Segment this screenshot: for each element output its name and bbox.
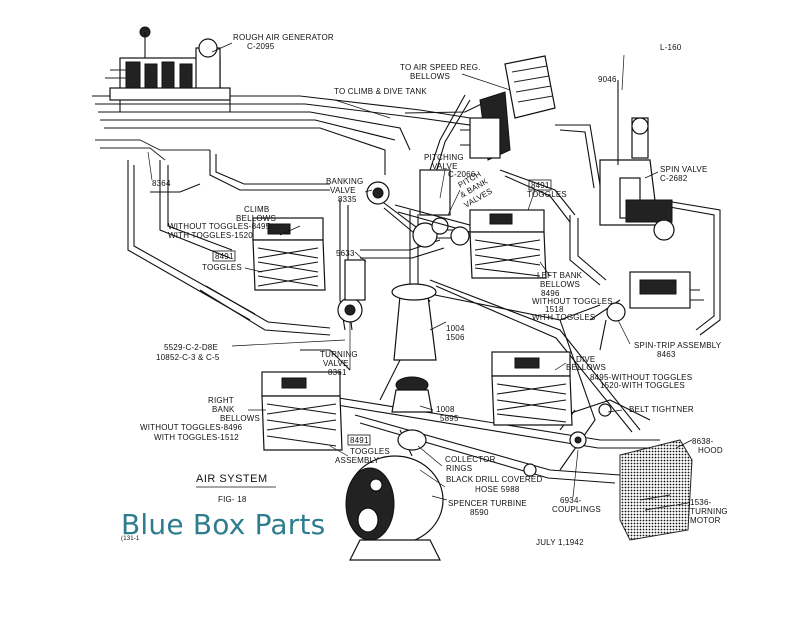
label-toggles-assembly: TOGGLES (350, 447, 390, 456)
label-spencer-turbine: SPENCER TURBINE (448, 499, 527, 508)
label-collector-rings: RINGS (446, 464, 472, 473)
small-code: (131-1 (121, 536, 140, 542)
label-couplings-no: 6934- (560, 496, 582, 505)
center-pedestal (337, 226, 470, 413)
label-left-bank: LEFT BANK (537, 271, 583, 280)
label-drawing-no: L-160 (660, 43, 682, 52)
label-pitching-valve-2: VALVE (432, 162, 458, 171)
label-left-bank-bellows: BELLOWS (540, 280, 580, 289)
spin-valve (599, 80, 675, 241)
label-rough-air-generator-no: C-2095 (247, 42, 275, 51)
hood (619, 439, 693, 541)
label-turning-valve: TURNING (320, 350, 358, 359)
label-banking-valve-no: 8335 (338, 195, 357, 204)
label-8364: 8364 (152, 179, 171, 188)
label-banking-valve: BANKING (326, 177, 363, 186)
label-turning-motor: TURNING (690, 507, 728, 516)
label-dive: DIVE (576, 355, 595, 364)
label-1004: 1004 (446, 324, 465, 333)
label-pitching-valve-no: C-2066 (448, 170, 476, 179)
label-spin-valve: SPIN VALVE (660, 165, 708, 174)
label-climb-with: WITH TOGGLES-1520 (168, 231, 253, 240)
label-1506: 1506 (446, 333, 465, 342)
label-turning-motor-2: MOTOR (690, 516, 721, 525)
label-climb-bellows: BELLOWS (236, 214, 276, 223)
label-right: RIGHT (208, 396, 234, 405)
belt-tightner (523, 403, 612, 477)
label-turning-motor-no: 1536- (690, 498, 712, 507)
label-8491-climb: 8491 (215, 252, 234, 261)
label-hood-no: 8638- (692, 437, 714, 446)
label-dive-bellows: BELLOWS (566, 363, 606, 372)
label-rough-air-generator: ROUGH AIR GENERATOR (233, 33, 334, 42)
label-spencer-turbine-no: 8590 (470, 508, 489, 517)
spin-trip-assembly (599, 271, 704, 351)
label-bellows-air-speed: BELLOWS (410, 72, 450, 81)
label-9046: 9046 (598, 75, 617, 84)
left-bank-bellows (469, 209, 547, 279)
label-right-bank: BANK (212, 405, 235, 414)
label-8491-assembly: 8491 (350, 436, 369, 445)
label-climb: CLIMB (244, 205, 269, 214)
label-5529: 5529-C-2-D8E (164, 343, 218, 352)
climb-bellows (252, 217, 326, 291)
right-bank-bellows (261, 371, 343, 451)
watermark-text: Blue Box Parts (121, 508, 326, 541)
label-10852: 10852-C-3 & C-5 (156, 353, 220, 362)
label-left-bank-no: 8496 (541, 289, 560, 298)
label-1008: 1008 (436, 405, 455, 414)
label-left-with: WITH TOGGLES (532, 313, 595, 322)
label-climb-without: WITHOUT TOGGLES-8495 (168, 222, 271, 231)
dive-bellows (491, 351, 573, 426)
label-to-air-speed-reg: TO AIR SPEED REG. (400, 63, 481, 72)
figure-title: AIR SYSTEM (196, 473, 268, 485)
label-toggles-climb: TOGGLES (202, 263, 242, 272)
label-right-without: WITHOUT TOGGLES-8496 (140, 423, 243, 432)
label-8491-left: 8491 (531, 181, 550, 190)
spencer-turbine (345, 429, 444, 561)
label-turning-valve-2: VALVE (323, 359, 349, 368)
label-dive-without: 8495-WITHOUT TOGGLES (590, 373, 692, 382)
label-turning-valve-no: 8361 (328, 368, 347, 377)
label-couplings: COUPLINGS (552, 505, 601, 514)
label-spin-trip-no: 8463 (657, 350, 676, 359)
label-spin-valve-no: C-2682 (660, 174, 688, 183)
label-toggles-left: TOGGLES (527, 190, 567, 199)
air-speed-reg-bellows (460, 55, 556, 161)
toggle-label-boxes (212, 179, 552, 446)
label-hood: HOOD (698, 446, 723, 455)
label-toggles-assembly-2: ASSEMBLY (335, 456, 380, 465)
label-dive-with: 1520-WITH TOGGLES (600, 381, 685, 390)
leader-lines (147, 42, 693, 506)
label-banking-valve-2: VALVE (330, 186, 356, 195)
figure-date: JULY 1,1942 (536, 538, 584, 547)
label-to-climb-dive-tank: TO CLIMB & DIVE TANK (334, 87, 427, 96)
rough-air-generator (105, 26, 231, 112)
label-hose: BLACK DRILL COVERED (446, 475, 542, 484)
label-belt-tightner: BELT TIGHTNER (629, 405, 694, 414)
label-right-with: WITH TOGGLES-1512 (154, 433, 239, 442)
label-right-bellows: BELLOWS (220, 414, 260, 423)
label-5895: 5895 (440, 414, 459, 423)
label-collector: COLLECTOR (445, 455, 496, 464)
label-spin-trip: SPIN-TRIP ASSEMBLY (634, 341, 722, 350)
label-5633: 5633 (336, 249, 355, 258)
labels: ROUGH AIR GENERATOR C-2095 TO AIR SPEED … (121, 33, 728, 547)
figure-number: FIG- 18 (218, 495, 247, 504)
label-pitching-valve: PITCHING (424, 153, 464, 162)
label-hose-2: HOSE 5988 (475, 485, 520, 494)
label-left-1518: 1518 (545, 305, 564, 314)
label-left-without: WITHOUT TOGGLES (532, 297, 613, 306)
